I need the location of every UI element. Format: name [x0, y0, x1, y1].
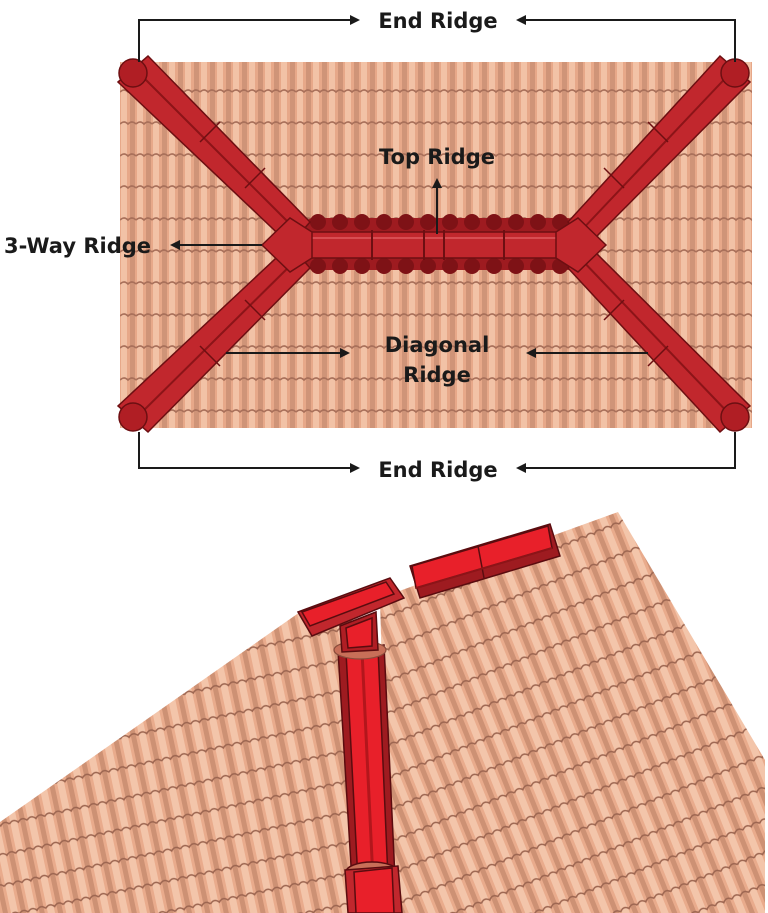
end-ridge-bottom-label: End Ridge	[378, 458, 497, 482]
three-way-ridge-label: 3-Way Ridge	[4, 234, 151, 258]
perspective-view-roof	[0, 512, 765, 913]
roof-tiles-left-face	[0, 612, 352, 913]
roof-tiles-right-face	[380, 512, 765, 913]
end-ridge-top-label: End Ridge	[378, 9, 497, 33]
three-way-ridge-callout: 3-Way Ridge	[4, 234, 262, 258]
end-ridge-bottom-callout: End Ridge	[138, 432, 736, 482]
diagonal-ridge-label-line2: Ridge	[403, 363, 471, 387]
top-ridge-label: Top Ridge	[379, 145, 495, 169]
diagonal-ridge-callout: Diagonal Ridge	[226, 333, 648, 387]
perspective-top-ridge	[409, 523, 561, 599]
top-ridge	[299, 214, 579, 274]
perspective-three-way-cap	[296, 577, 406, 653]
three-way-ridge-caps	[260, 217, 608, 273]
diagonal-ridge-label-line1: Diagonal	[385, 333, 490, 357]
top-ridge-callout: Top Ridge	[379, 145, 495, 234]
perspective-diagonal-ridge	[337, 644, 403, 913]
end-ridge-top-callout: End Ridge	[138, 9, 736, 62]
top-view-roof	[116, 54, 752, 434]
